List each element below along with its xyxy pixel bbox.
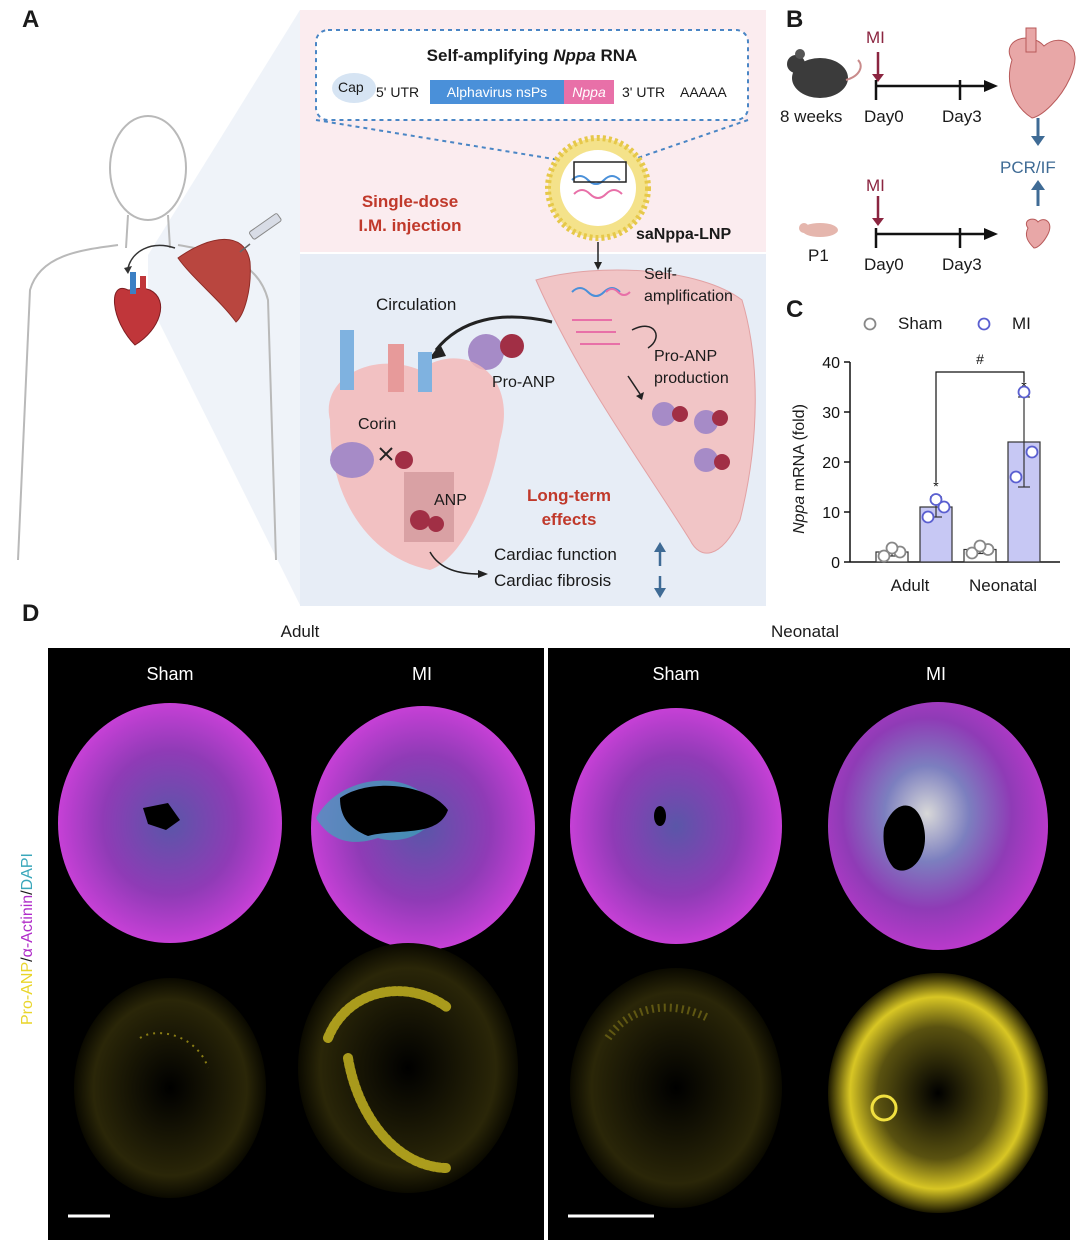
adult-mi-merged-image [311, 706, 535, 950]
adult-heart-icon [1008, 27, 1076, 119]
proanp-label: Pro-ANP [492, 374, 556, 391]
cardiac-fibrosis-label: Cardiac fibrosis [494, 571, 612, 590]
neonate-mouse-icon [799, 223, 838, 237]
polya-label: AAAAA [680, 84, 727, 100]
panel-a-schematic [17, 10, 766, 606]
lnp-label: saNppa-LNP [636, 226, 732, 243]
point-sham-1-0 [965, 546, 979, 560]
point-mi-0-2 [929, 493, 943, 506]
point-mi-0-1 [937, 500, 951, 514]
significance-star-0: * [933, 478, 939, 494]
big-heart [328, 330, 504, 570]
nppa-bar-chart: 0 10 20 30 40 * * # [822, 317, 1060, 572]
point-mi-1-1 [1025, 445, 1039, 459]
legend-mi-marker [977, 317, 991, 331]
proanp-molecules-muscle [652, 402, 730, 472]
day0-label-adult: Day0 [864, 107, 904, 126]
y-tick-label-4: 40 [822, 355, 840, 372]
panel-label-c: C [786, 296, 804, 323]
rna-strands [572, 319, 620, 345]
nppa-segment [564, 80, 614, 104]
x-label-neonatal: Neonatal [968, 576, 1038, 595]
alphavirus-label: Alphavirus nsPs [446, 84, 548, 100]
y-tick-label-2: 20 [822, 455, 840, 472]
microscopy-panel [48, 648, 1070, 1240]
circulation-arrow [434, 315, 553, 351]
neonatal-mi-label: MI [926, 664, 946, 684]
legend-sham-marker [863, 317, 877, 331]
y-tick-label-3: 30 [822, 405, 840, 422]
readout-label: PCR/IF [1000, 158, 1056, 177]
stain-label: Pro-ANP/α-Actinin/DAPI [19, 853, 36, 1025]
utr5-label: 5' UTR [376, 84, 420, 100]
panel-label-a: A [22, 6, 40, 33]
significance-star-1: * [1021, 378, 1027, 394]
point-sham-1-2 [973, 539, 987, 553]
day0-label-neonate: Day0 [864, 255, 904, 274]
neonatal-sham-label: Sham [652, 664, 700, 684]
age-neonate-label: P1 [808, 246, 829, 265]
construct-box [315, 29, 749, 121]
construct-title: Self-amplifying Nppa RNA [426, 46, 638, 65]
adult-sham-label: Sham [146, 664, 194, 684]
group-adult-label: Adult [280, 622, 320, 641]
alphavirus-segment [430, 80, 564, 104]
adult-mouse-icon [787, 49, 862, 98]
point-mi-1-2 [1017, 385, 1031, 399]
up-arrow-icon [654, 542, 666, 566]
age-adult-label: 8 weeks [780, 107, 843, 126]
comparison-bracket [935, 371, 1025, 482]
circulation-label: Circulation [376, 295, 457, 314]
down-arrow-icon [654, 576, 666, 598]
self-amplification-label: Self- amplification [644, 266, 733, 305]
anp-label: ANP [434, 492, 467, 509]
mi-label-neonate: MI [866, 176, 885, 195]
neonatal-mi-proanp-image [828, 973, 1048, 1213]
corin-label: Corin [358, 416, 397, 433]
longterm-effects-label: Long-term effects [526, 486, 612, 529]
y-tick-label-1: 10 [822, 505, 840, 522]
point-mi-0-0 [921, 510, 935, 524]
neonatal-sham-proanp-image [570, 968, 782, 1208]
adult-sham-merged-image [58, 703, 282, 943]
y-tick-label-0: 0 [831, 555, 840, 572]
adult-mi-proanp-image [298, 943, 518, 1193]
proanp-molecule [468, 334, 524, 370]
body-heart-icon [114, 272, 162, 346]
muscle-tissue [535, 269, 756, 554]
deltoid-muscle [177, 239, 251, 323]
injection-text: Single-dose I.M. injection [358, 192, 462, 235]
adult-sham-proanp-image [74, 978, 266, 1198]
cap-shape [332, 73, 376, 103]
x-label-adult: Adult [890, 576, 930, 595]
point-sham-0-2 [885, 541, 899, 555]
nppa-segment-label: Nppa [572, 84, 606, 100]
neonate-heart-icon [1025, 218, 1051, 249]
cap-label: Cap [338, 79, 364, 95]
proanp-production-label: Pro-ANP production [654, 348, 729, 387]
chart-ylabel: Nppa mRNA (fold) [791, 404, 808, 534]
mi-label-adult: MI [866, 28, 885, 47]
neonatal-mi-merged-image [828, 702, 1048, 950]
utr3-label: 3' UTR [622, 84, 666, 100]
significance-hash: # [976, 351, 984, 367]
group-neonatal-label: Neonatal [770, 622, 840, 641]
point-mi-1-0 [1009, 470, 1023, 484]
syringe-icon [239, 213, 282, 253]
muscle-to-heart-arrow [127, 244, 176, 269]
day3-label-adult: Day3 [942, 107, 982, 126]
day3-label-neonate: Day3 [942, 255, 982, 274]
neonatal-sham-merged-image [570, 708, 782, 944]
legend-sham-label: Sham [898, 314, 943, 333]
cardiac-function-label: Cardiac function [494, 545, 617, 564]
panel-label-b: B [786, 6, 804, 33]
adult-mi-label: MI [412, 664, 432, 684]
legend-mi-label: MI [1012, 314, 1031, 333]
panel-label-d: D [22, 600, 40, 627]
panel-b-timeline [787, 27, 1076, 249]
lnp-particle [545, 135, 651, 241]
point-sham-0-0 [877, 549, 891, 563]
